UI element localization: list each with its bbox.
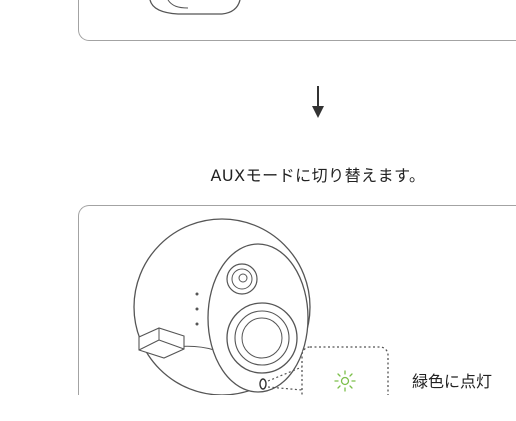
camera-illustration — [133, 0, 389, 395]
previous-camera-base-curve — [149, 0, 241, 15]
camera-lens-glass — [241, 317, 283, 359]
previous-camera-inner-curve — [167, 0, 189, 9]
green-led-light-icon — [334, 370, 356, 392]
camera-side-dot — [195, 322, 199, 326]
green-led-light-ray — [337, 373, 341, 377]
down-arrow-icon — [312, 86, 324, 118]
camera-led-indicator — [259, 378, 267, 390]
green-led-light-ray — [337, 385, 341, 389]
down-arrow-head — [312, 106, 324, 118]
camera-side-dot — [195, 307, 199, 311]
current-step-panel — [78, 205, 516, 395]
green-led-light-ray — [349, 385, 353, 389]
camera-stand-edge — [138, 328, 185, 351]
callout-pointer-line — [267, 366, 303, 382]
green-led-light-center — [340, 376, 350, 386]
step-instruction-text: AUXモードに切り替えます。 — [210, 166, 426, 185]
callout-pointer-line — [267, 386, 303, 391]
camera-side-dot — [195, 292, 199, 296]
green-led-light-ray — [349, 373, 353, 377]
previous-step-panel — [78, 0, 516, 41]
led-status-label: 緑色に点灯 — [412, 372, 493, 391]
camera-sensor-core — [238, 273, 248, 283]
